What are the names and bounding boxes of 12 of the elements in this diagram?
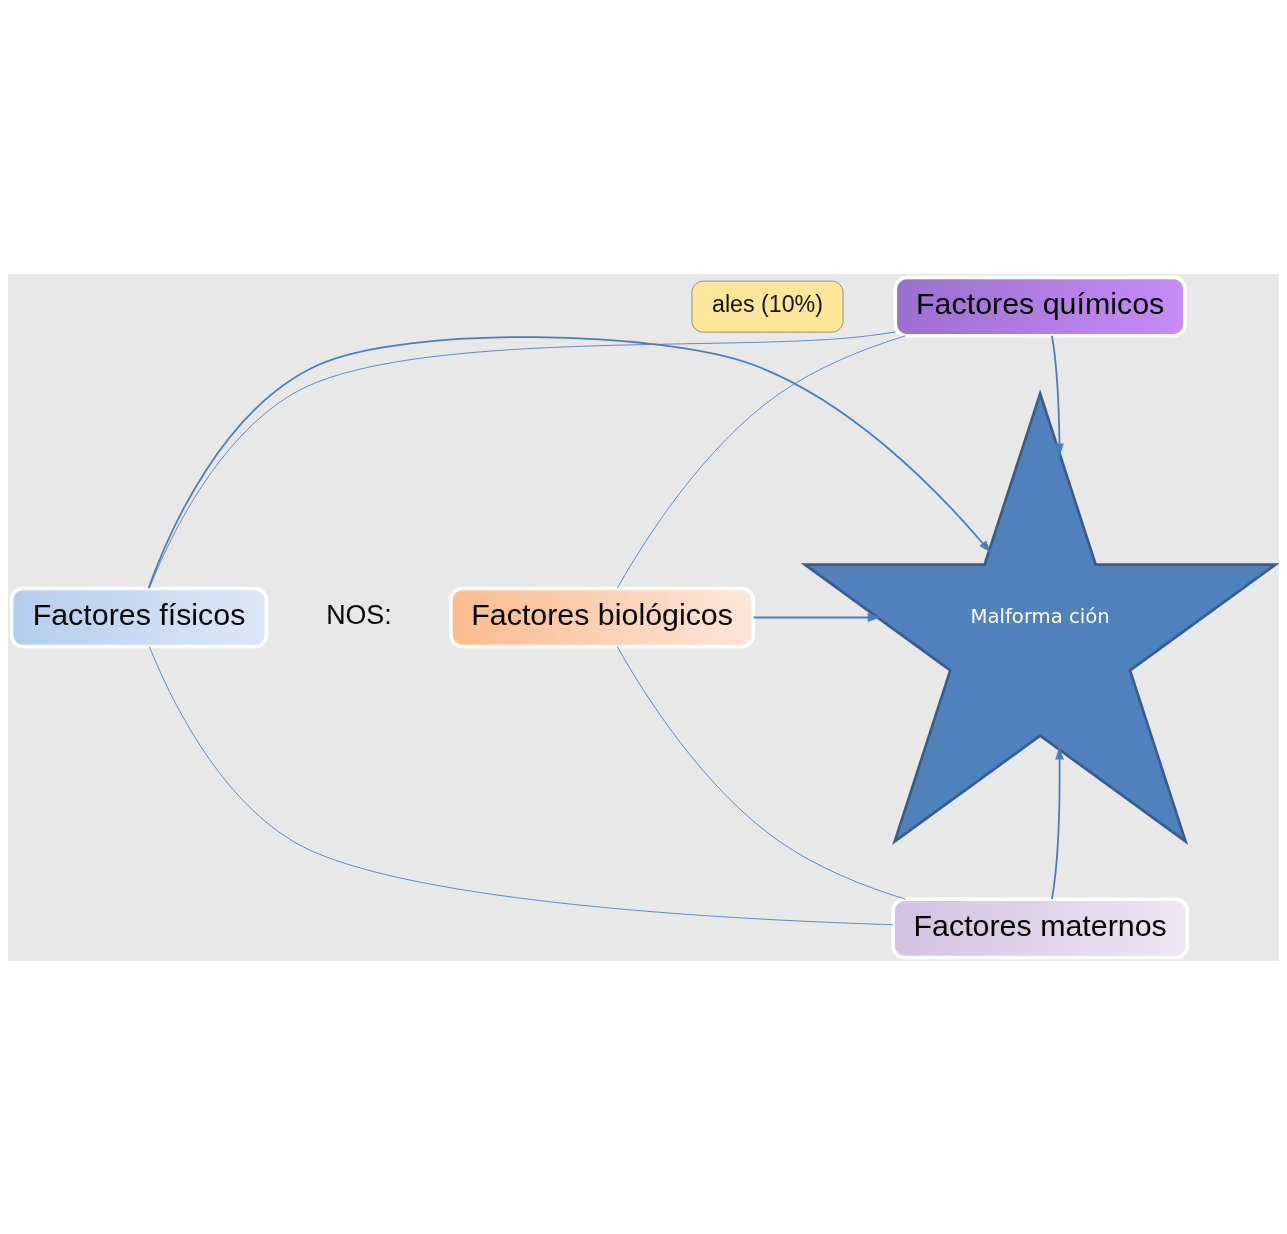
label: NOS: xyxy=(326,599,392,630)
node-box: Factores maternos xyxy=(891,897,1189,959)
arrow xyxy=(1051,746,1064,900)
node-box: Factores químicos xyxy=(893,275,1187,337)
node-box: ales (10%) xyxy=(691,280,844,333)
node-box: Factores físicos xyxy=(9,586,269,648)
connector xyxy=(616,334,907,589)
arrow xyxy=(752,612,881,622)
connector xyxy=(149,645,894,925)
node-box: Factores biológicos xyxy=(449,586,755,648)
arrow xyxy=(1051,334,1064,456)
connector xyxy=(616,645,907,900)
